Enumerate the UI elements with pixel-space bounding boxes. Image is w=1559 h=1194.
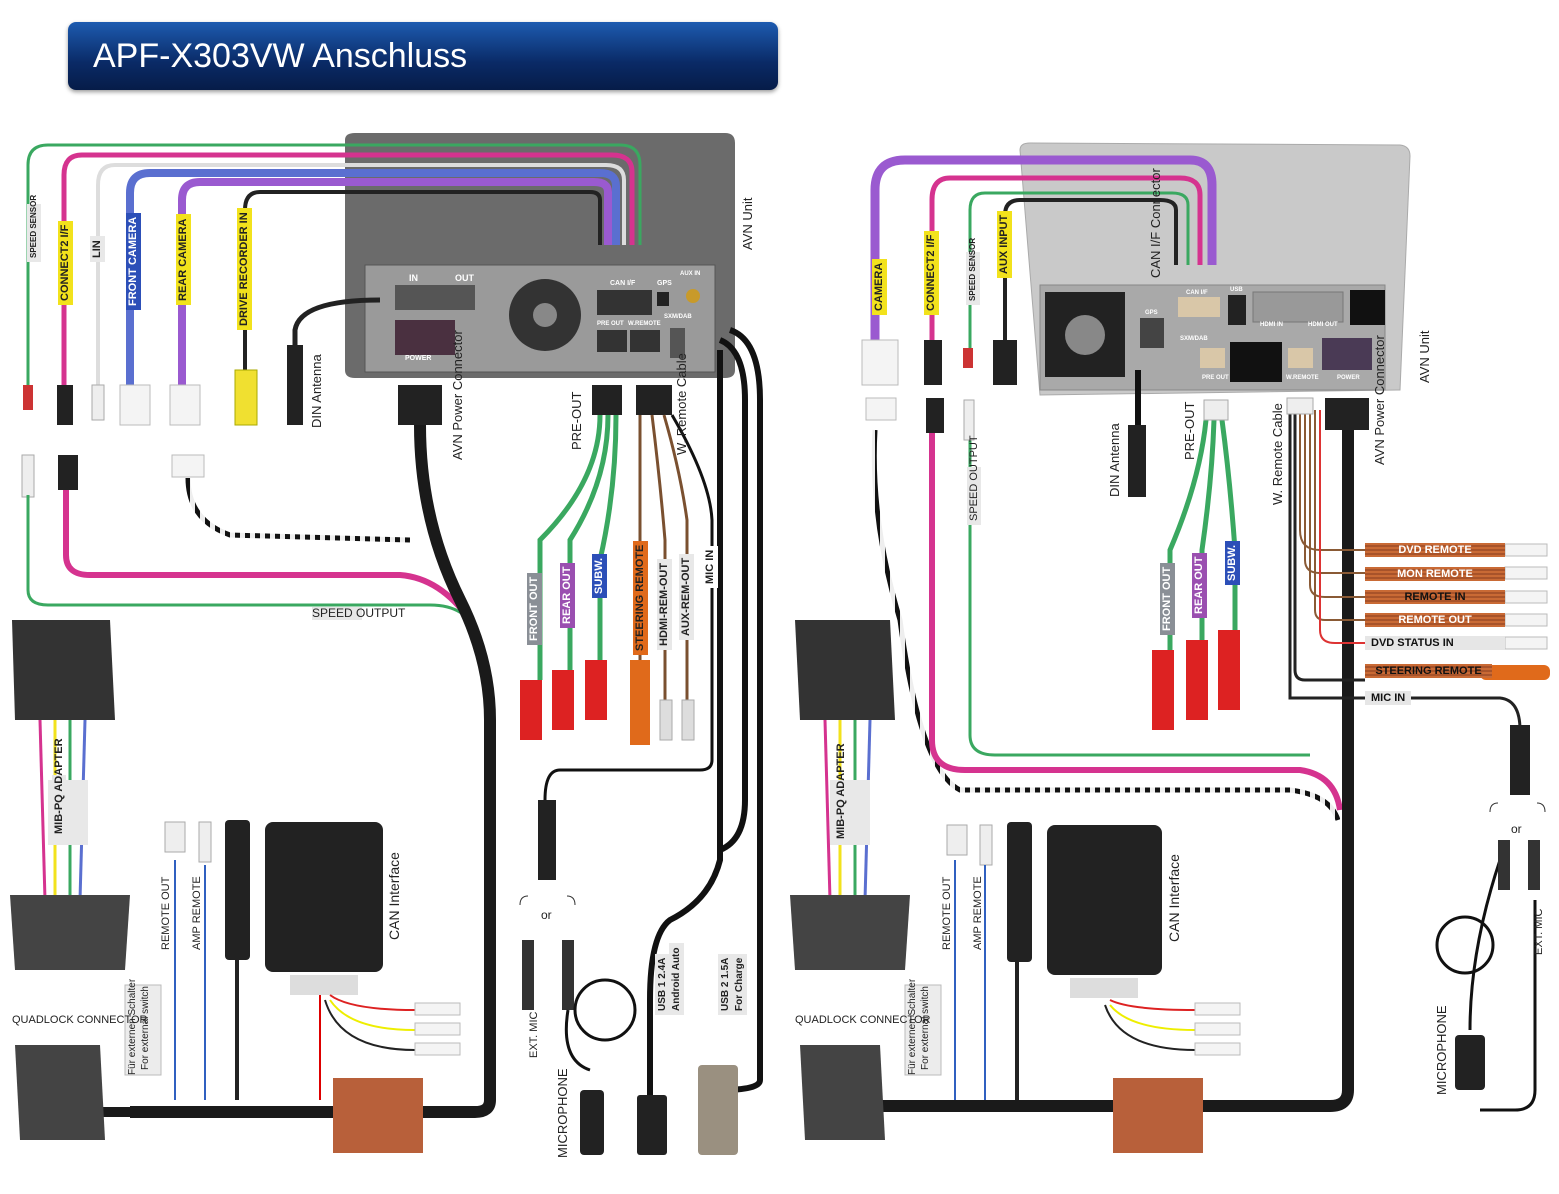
r-port-hdmi-out: HDMI OUT (1308, 322, 1338, 328)
r-label-avn-power: AVN Power Connector (1372, 335, 1387, 465)
label-usb2-a: USB 2 1.5A (718, 953, 733, 1015)
r-label-avn-unit: AVN Unit (1417, 330, 1432, 384)
label-ext-mic: EXT. MIC (528, 1011, 540, 1058)
page-title: APF-X303VW Anschluss (93, 37, 468, 75)
r-label-din-antenna: DIN Antenna (1107, 423, 1122, 497)
r-tag-connect2: CONNECT2 I/F (924, 230, 939, 315)
port-can: CAN I/F (610, 280, 636, 287)
tag-rear-out: REAR OUT (560, 562, 575, 628)
tag-lin: LIN (90, 236, 105, 262)
r-label-quadlock: QUADLOCK CONNECTOR (795, 1014, 931, 1026)
r-port-can: CAN I/F (1186, 290, 1208, 296)
r-tag-remote-in: REMOTE IN (1365, 590, 1505, 604)
r-tag-front-out: FRONT OUT (1160, 562, 1175, 635)
r-tag-dvd-status-in: DVD STATUS IN (1365, 636, 1505, 650)
r-tag-remote-out: REMOTE OUT (1365, 613, 1505, 627)
left-top-connectors (21, 345, 672, 498)
r-port-w-remote: W.REMOTE (1286, 375, 1319, 381)
tag-speed-sensor: SPEED SENSOR (27, 195, 41, 262)
label-avn-power: AVN Power Connector (450, 330, 465, 460)
label-usb1-a: USB 1 2.4A (655, 953, 670, 1015)
tag-drive-recorder-in: DRIVE RECORDER IN (237, 208, 252, 330)
r-label-mib-adapter: MIB-PQ ADAPTER (834, 743, 848, 843)
label-usb2-b: For Charge (732, 953, 747, 1015)
port-w-remote: W.REMOTE (628, 321, 661, 327)
label-quadlock: QUADLOCK CONNECTOR (12, 1014, 148, 1026)
left-avn-unit (345, 133, 735, 378)
label-w-remote-cable: W. Remote Cable (674, 353, 689, 455)
r-port-gps: GPS (1145, 310, 1158, 316)
r-label-microphone: MICROPHONE (1434, 1005, 1449, 1095)
right-wires (870, 155, 1537, 1112)
label-microphone: MICROPHONE (555, 1068, 570, 1158)
left-lower-parts (10, 620, 738, 1155)
port-pre-out: PRE OUT (597, 321, 624, 327)
r-port-pre-out: PRE OUT (1202, 375, 1229, 381)
port-aux-in: AUX IN (680, 271, 701, 277)
left-rca-plugs (520, 660, 695, 880)
r-label-amp-remote: AMP REMOTE (972, 876, 984, 950)
port-sxm-dab: SXM/DAB (664, 314, 692, 320)
r-tag-mic-in: MIC IN (1365, 691, 1412, 705)
label-din-antenna: DIN Antenna (309, 354, 324, 428)
left-top-wires (26, 143, 642, 390)
r-tag-camera: CAMERA (872, 258, 887, 315)
right-avn-unit (1019, 142, 1411, 396)
tag-aux-rem-out: AUX-REM-OUT (679, 553, 694, 640)
label-usb1-b: Android Auto (669, 943, 684, 1015)
tag-connect2: CONNECT2 I/F (58, 220, 73, 305)
r-port-power: POWER (1337, 375, 1360, 381)
tag-mic-in: MIC IN (703, 545, 718, 588)
r-label-pre-out: PRE-OUT (1182, 401, 1197, 461)
r-label-switch-de: Für externen Schalter (907, 978, 918, 1075)
label-or: or (541, 908, 552, 922)
left-mid-wires (26, 327, 763, 1118)
tag-hdmi-rem-out: HDMI-REM-OUT (657, 558, 672, 650)
r-label-remote-out: REMOTE OUT (941, 876, 953, 950)
r-tag-aux-input: AUX INPUT (997, 210, 1012, 278)
label-avn-unit: AVN Unit (740, 197, 755, 251)
tag-steering-remote: STEERING REMOTE (633, 540, 648, 655)
r-port-hdmi-in: HDMI IN (1260, 322, 1283, 328)
tag-front-camera: FRONT CAMERA (126, 212, 141, 310)
port-out: OUT (455, 273, 474, 283)
label-switch-en: For external switch (140, 986, 151, 1070)
r-label-can-interface: CAN Interface (1166, 854, 1182, 942)
r-label-speed-output: SPEED OUTPUT (967, 435, 981, 525)
label-pre-out: PRE-OUT (569, 391, 584, 451)
r-tag-speed-sensor: SPEED SENSOR (966, 238, 980, 305)
label-mib-adapter: MIB-PQ ADAPTER (52, 738, 66, 838)
r-port-sxm: SXM/DAB (1180, 336, 1208, 342)
r-port-usb: USB (1230, 287, 1243, 293)
tag-subw: SUBW. (592, 553, 607, 598)
r-label-or: or (1511, 822, 1522, 836)
port-gps: GPS (657, 280, 672, 287)
r-label-ext-mic: EXT. MIC (1533, 908, 1545, 955)
r-tag-rear-out: REAR OUT (1192, 552, 1207, 618)
r-label-switch-en: For external switch (920, 986, 931, 1070)
tag-rear-camera: REAR CAMERA (176, 214, 191, 305)
label-remote-out: REMOTE OUT (160, 876, 172, 950)
label-speed-output: SPEED OUTPUT (312, 606, 406, 620)
label-switch-de: Für externen Schalter (127, 978, 138, 1075)
port-in: IN (409, 273, 418, 283)
label-can-interface: CAN Interface (386, 852, 402, 940)
r-tag-mon-remote: MON REMOTE (1365, 567, 1505, 581)
r-label-w-remote: W. Remote Cable (1270, 403, 1285, 505)
r-tag-dvd-remote: DVD REMOTE (1365, 543, 1505, 557)
title-banner: APF-X303VW Anschluss (68, 22, 778, 90)
r-tag-steering-remote: STEERING REMOTE (1365, 664, 1492, 678)
tag-front-out: FRONT OUT (527, 572, 542, 645)
port-power: POWER (405, 355, 432, 362)
r-tag-subw: SUBW. (1225, 540, 1240, 585)
r-label-can-connector: CAN I/F Connector (1148, 168, 1163, 278)
label-amp-remote: AMP REMOTE (191, 876, 203, 950)
